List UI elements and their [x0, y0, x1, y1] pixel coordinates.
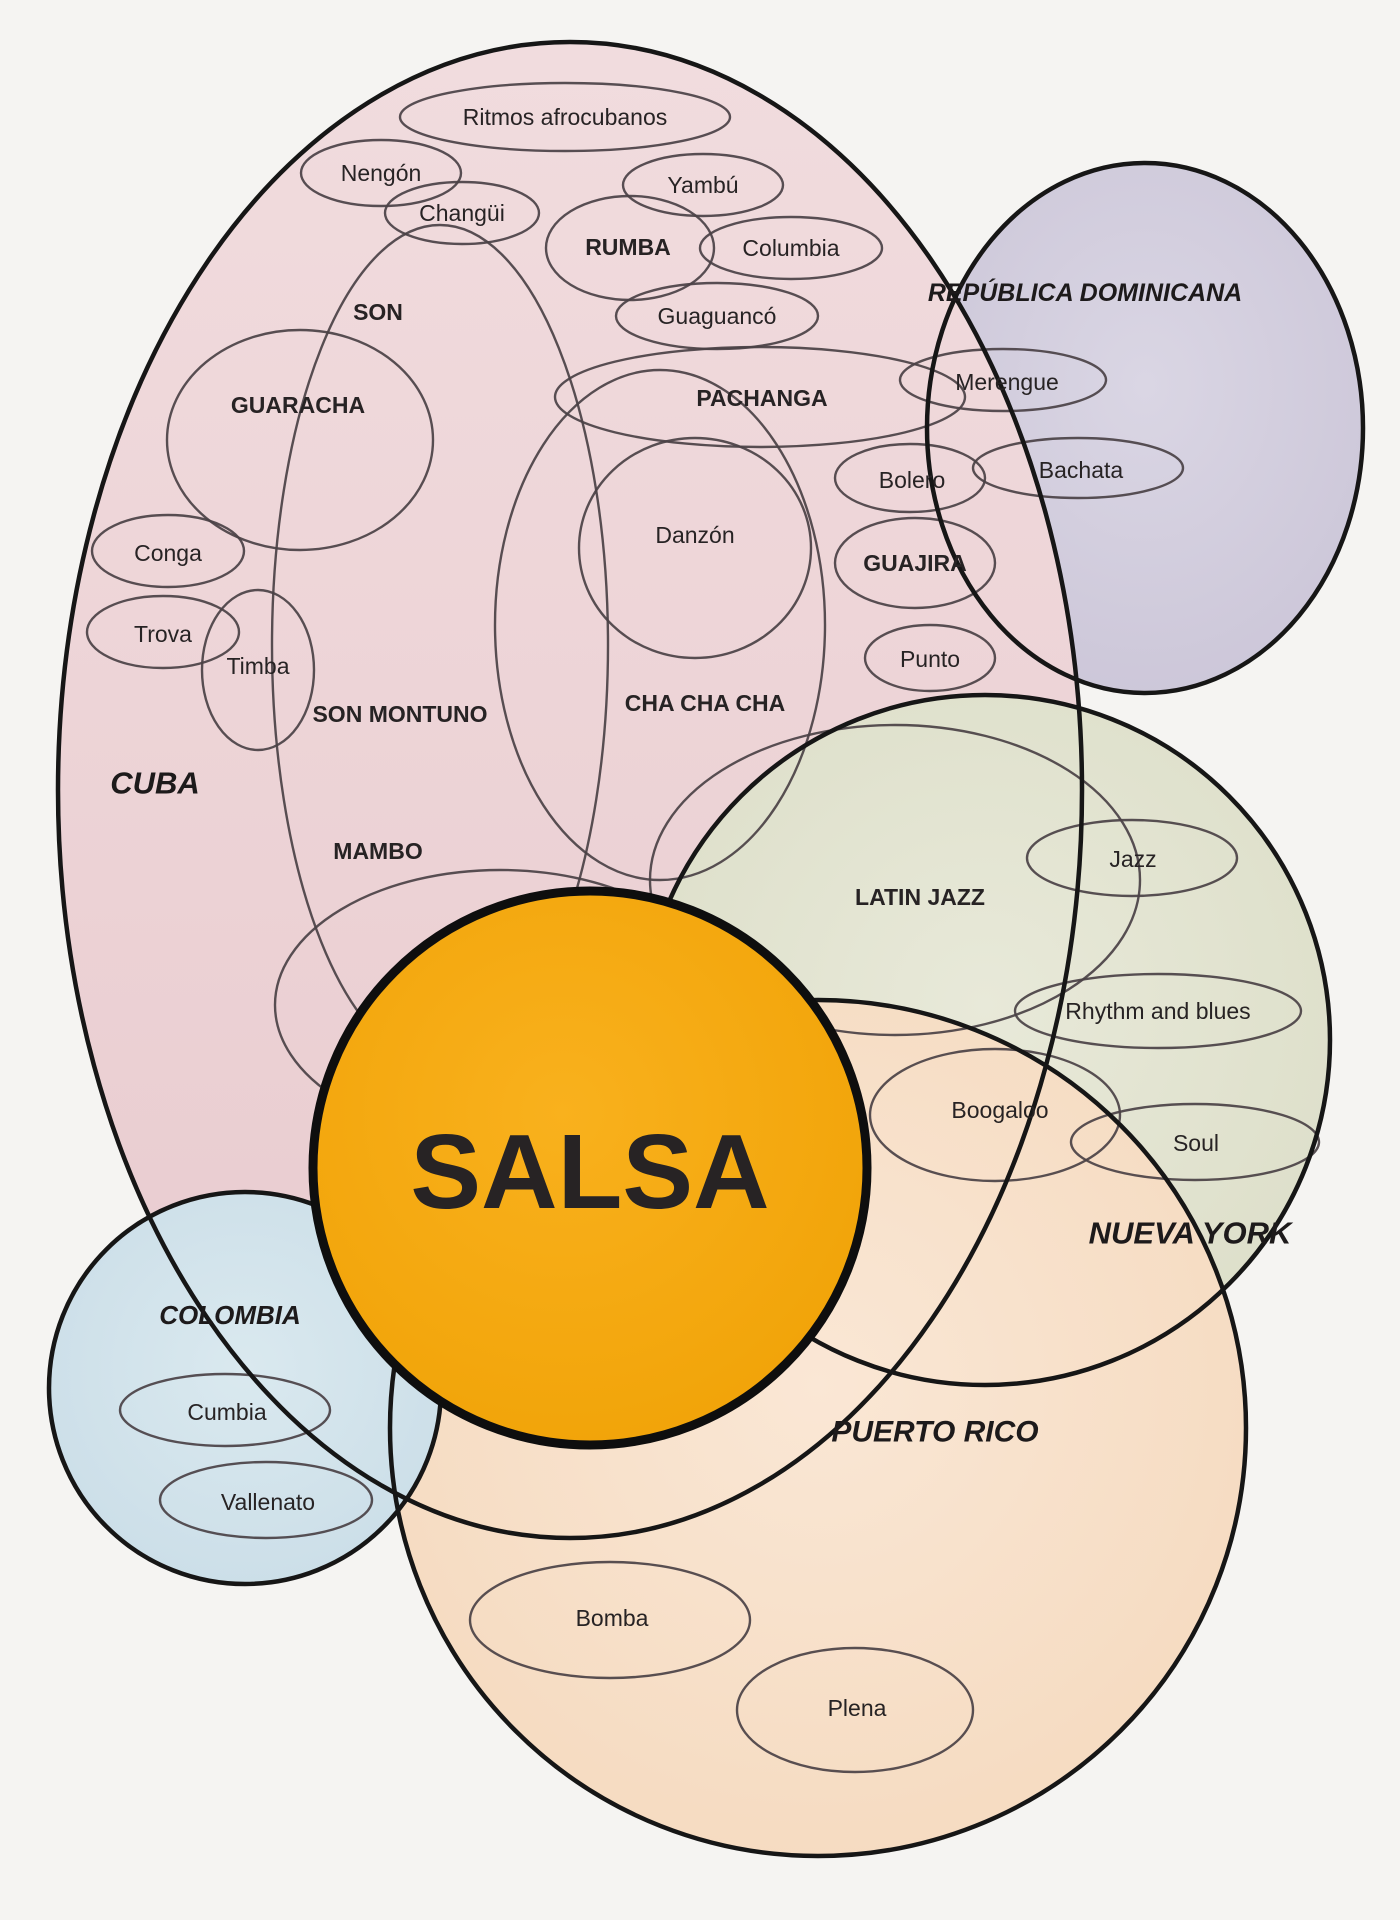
- timba-label: Timba: [226, 653, 289, 679]
- guajira-label: GUAJIRA: [863, 550, 967, 576]
- punto-label: Punto: [900, 646, 960, 672]
- rumba-label: RUMBA: [585, 234, 671, 260]
- ritmos-afrocubanos-label: Ritmos afrocubanos: [463, 104, 668, 130]
- cumbia-outline: [118, 1372, 332, 1448]
- yambu-label: Yambú: [667, 172, 738, 198]
- rhythm-and-blues-label: Rhythm and blues: [1065, 998, 1250, 1024]
- columbia-label: Columbia: [742, 235, 839, 261]
- cuba-label: CUBA: [110, 766, 200, 801]
- son-montuno-label: SON MONTUNO: [312, 701, 487, 727]
- timba-outline: [200, 588, 316, 752]
- nengon-outline: [299, 138, 463, 208]
- bolero-label: Bolero: [879, 467, 945, 493]
- merengue-label: Merengue: [955, 369, 1059, 395]
- labels: Ritmos afrocubanos Nengón Changüi Yambú …: [110, 104, 1294, 1721]
- guaracha-label: GUARACHA: [231, 392, 365, 418]
- bachata-outline: [971, 436, 1185, 500]
- danzon-outline: [577, 436, 813, 660]
- bomba-label: Bomba: [576, 1605, 649, 1631]
- soul-outline: [1069, 1102, 1321, 1182]
- pachanga-label: PACHANGA: [696, 385, 827, 411]
- changui-label: Changüi: [419, 200, 505, 226]
- nueva-york-label: NUEVA YORK: [1089, 1216, 1294, 1251]
- guaracha-outline: [165, 328, 435, 552]
- region-borders: [46, 39, 1366, 1859]
- republica-dominicana-border: [924, 160, 1366, 696]
- conga-outline: [90, 513, 246, 589]
- boogaloo-label: Boogaloo: [951, 1097, 1048, 1123]
- salsa-label: SALSA: [410, 1113, 769, 1231]
- ritmos-afrocubanos-outline: [398, 81, 732, 153]
- vallenato-outline: [158, 1460, 374, 1540]
- columbia-outline: [698, 215, 884, 281]
- republica-dominicana-label: REPÚBLICA DOMINICANA: [928, 278, 1242, 307]
- guaguanco-label: Guaguancó: [658, 303, 777, 329]
- changui-outline: [383, 180, 541, 246]
- yambu-outline: [621, 152, 785, 218]
- rhythm-and-blues-outline: [1013, 972, 1303, 1050]
- punto-outline: [863, 623, 997, 693]
- vallenato-label: Vallenato: [221, 1489, 315, 1515]
- salsa-circle: [308, 886, 872, 1450]
- plena-label: Plena: [828, 1695, 887, 1721]
- genre-outlines: [85, 81, 1321, 1774]
- nengon-label: Nengón: [341, 160, 422, 186]
- cumbia-label: Cumbia: [187, 1399, 266, 1425]
- latin-jazz-outline: [648, 723, 1142, 1037]
- puerto-rico-border: [387, 997, 1249, 1859]
- son-label: SON: [353, 299, 403, 325]
- bolero-outline: [833, 442, 987, 514]
- soul-label: Soul: [1173, 1130, 1219, 1156]
- boogaloo-outline: [868, 1047, 1122, 1183]
- cuba-border: [55, 39, 1085, 1541]
- conga-label: Conga: [134, 540, 202, 566]
- cha-cha-cha-outline: [493, 368, 827, 882]
- latin-jazz-label: LATIN JAZZ: [855, 884, 985, 910]
- puerto-rico-label: PUERTO RICO: [831, 1416, 1038, 1449]
- mambo-label: MAMBO: [333, 838, 422, 864]
- jazz-label: Jazz: [1109, 846, 1156, 872]
- cha-cha-cha-label: CHA CHA CHA: [625, 690, 786, 716]
- merengue-outline: [898, 347, 1108, 413]
- guajira-outline: [833, 516, 997, 610]
- bomba-outline: [468, 1560, 752, 1680]
- jazz-outline: [1025, 818, 1239, 898]
- danzon-label: Danzón: [655, 522, 734, 548]
- trova-outline: [85, 594, 241, 670]
- pachanga-outline: [553, 345, 967, 449]
- trova-label: Trova: [134, 621, 192, 647]
- colombia-label: COLOMBIA: [159, 1300, 301, 1330]
- bachata-label: Bachata: [1039, 457, 1124, 483]
- plena-outline: [735, 1646, 975, 1774]
